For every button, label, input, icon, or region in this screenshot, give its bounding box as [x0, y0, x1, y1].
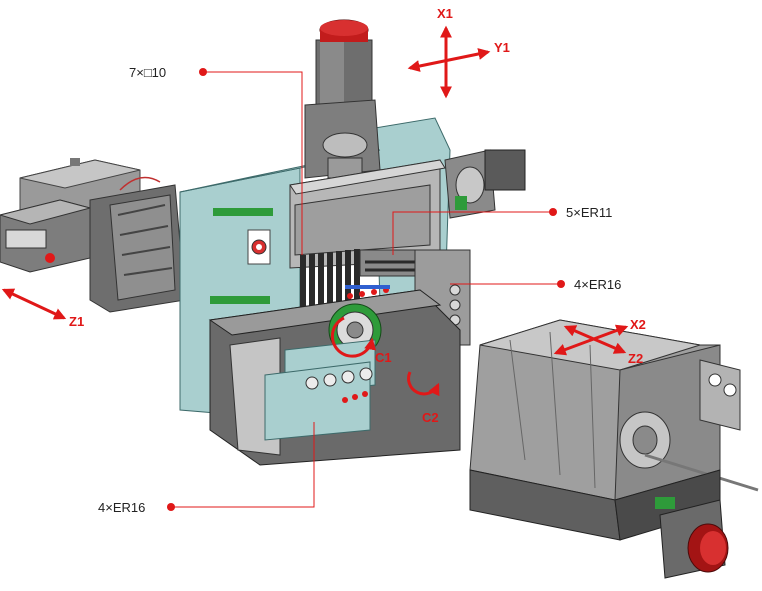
leader-turret: [203, 71, 303, 255]
bottom-motor: [659, 499, 729, 579]
callout-turret-tools: 7×□10: [129, 65, 166, 80]
c1-rotation-arrow: [330, 316, 377, 358]
axis-label-c2: C2: [422, 410, 439, 425]
right-spindle-motor-top: [444, 149, 526, 219]
left-spindle-unit: [0, 158, 186, 313]
lower-er16-block: [264, 339, 376, 441]
axis-label-z2: Z2: [628, 351, 643, 366]
axis-x1-y1: [407, 25, 491, 99]
callout-er16-upper: 4×ER16: [574, 277, 621, 292]
lower-base: [208, 285, 461, 466]
callout-er16-lower: 4×ER16: [98, 500, 145, 515]
axis-label-z1: Z1: [69, 314, 84, 329]
z1-arrow: [1, 288, 67, 320]
callout-er11-tools: 5×ER11: [566, 205, 612, 220]
c2-rotation-arrow: [407, 371, 440, 397]
y1-arrow: [407, 48, 491, 72]
subspindle-face: [619, 411, 671, 469]
axis-label-x1: X1: [437, 6, 453, 21]
leader-er11: [392, 211, 553, 255]
central-tool-block: [289, 149, 526, 346]
axis-label-y1: Y1: [494, 40, 510, 55]
top-motor-column: [304, 19, 381, 179]
z2-arrow: [553, 324, 629, 356]
right-subspindle-unit: [469, 319, 759, 579]
axis-label-x2: X2: [630, 317, 646, 332]
axis-label-c1: C1: [375, 350, 392, 365]
leader-er16-lower: [171, 422, 315, 508]
axis-x2-z2: [553, 324, 629, 356]
callout-leaders: [167, 68, 565, 511]
gang-tool-posts: [300, 249, 360, 310]
